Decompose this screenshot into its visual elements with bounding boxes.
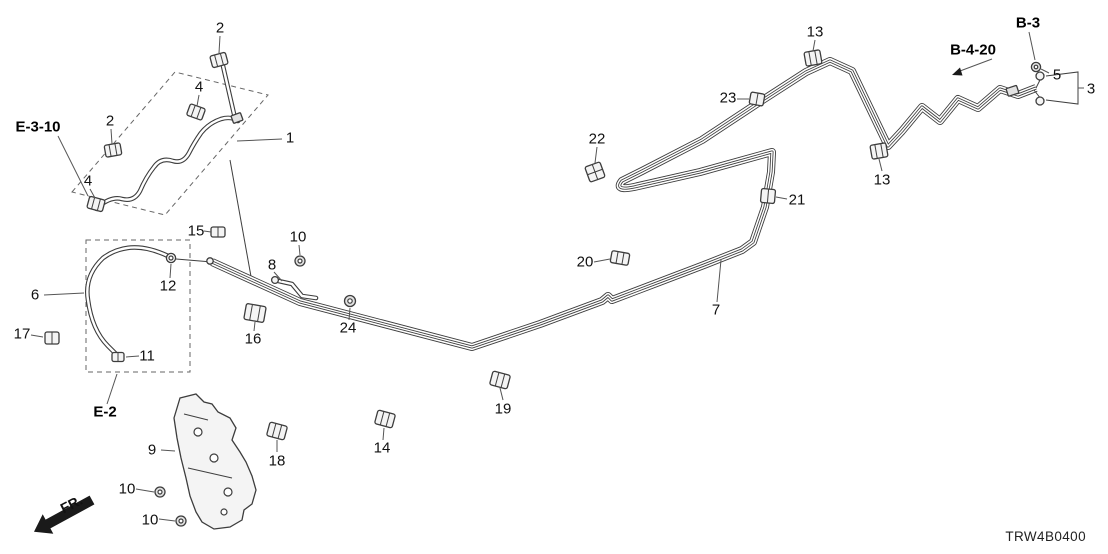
fuel-feed-hose <box>92 66 244 212</box>
callout-7: 7 <box>711 301 721 319</box>
callout-12: 12 <box>159 277 177 295</box>
callout-19: 19 <box>494 400 512 418</box>
callout-22: 22 <box>588 130 606 148</box>
callout-10-mid: 10 <box>118 480 136 498</box>
callout-13-right: 13 <box>873 171 891 189</box>
clip-2-b <box>103 142 123 158</box>
clip-15 <box>210 226 226 238</box>
grommet <box>165 252 214 265</box>
callout-23: 23 <box>719 89 737 107</box>
dashed-box-assembly-1 <box>71 71 269 216</box>
callout-6: 6 <box>30 286 40 304</box>
dashed-box-hose-6 <box>85 239 191 373</box>
clip-20 <box>609 250 631 266</box>
bolt-10-c <box>294 255 306 267</box>
clip-23 <box>748 91 766 107</box>
callout-13-top: 13 <box>806 23 824 41</box>
clip-22 <box>584 161 606 183</box>
clip-13-b <box>869 142 889 160</box>
b-4-20-arrowhead <box>952 67 963 76</box>
callout-14: 14 <box>373 439 391 457</box>
clip-4-a <box>186 103 206 121</box>
callout-3: 3 <box>1086 80 1096 98</box>
pipe-stay-elbow <box>270 275 316 298</box>
clip-16 <box>243 303 267 323</box>
callout-15: 15 <box>187 222 205 240</box>
callout-4-left: 4 <box>83 172 93 190</box>
ref-b-4-20: B-4-20 <box>950 41 996 59</box>
projection-line <box>229 159 253 283</box>
leader-lines <box>30 31 1050 522</box>
callout-24: 24 <box>339 319 357 337</box>
clip-2-a <box>209 51 229 69</box>
clip-13-a <box>803 49 823 67</box>
callout-2-top: 2 <box>215 19 225 37</box>
pipe-bracket <box>173 393 257 530</box>
ref-e-3-10: E-3-10 <box>15 118 61 136</box>
callout-8: 8 <box>267 256 277 274</box>
callout-2-left: 2 <box>105 112 115 130</box>
callout-17: 17 <box>13 325 31 343</box>
callout-16: 16 <box>244 330 262 348</box>
callout-18: 18 <box>268 452 286 470</box>
clip-17 <box>44 331 60 345</box>
callout-11: 11 <box>139 347 155 365</box>
callout-4-top: 4 <box>194 78 204 96</box>
clip-11 <box>111 351 125 363</box>
callout-10-top: 10 <box>289 228 307 246</box>
clip-14 <box>374 409 396 429</box>
ref-b-3: B-3 <box>1015 14 1041 32</box>
diagram-code: TRW4B0400 <box>1005 529 1086 544</box>
callout-21: 21 <box>788 191 806 209</box>
fr-direction-arrow <box>34 495 95 534</box>
fuel-pipe-bundle <box>212 61 1036 347</box>
callout-1: 1 <box>285 129 295 147</box>
bolt-24 <box>343 294 357 308</box>
callout-20: 20 <box>576 253 594 271</box>
bolt-10-a <box>154 486 166 498</box>
pipe-end-connectors <box>1005 61 1084 106</box>
vent-hose <box>87 247 168 357</box>
callout-9: 9 <box>147 441 157 459</box>
clip-18 <box>266 421 288 441</box>
ref-e-2: E-2 <box>93 403 117 421</box>
clip-21 <box>759 187 777 205</box>
clip-4-b <box>86 195 106 213</box>
clip-19 <box>489 370 511 390</box>
callout-10-bottom: 10 <box>141 511 159 529</box>
callout-5: 5 <box>1052 66 1062 84</box>
bolt-10-b <box>175 515 187 527</box>
